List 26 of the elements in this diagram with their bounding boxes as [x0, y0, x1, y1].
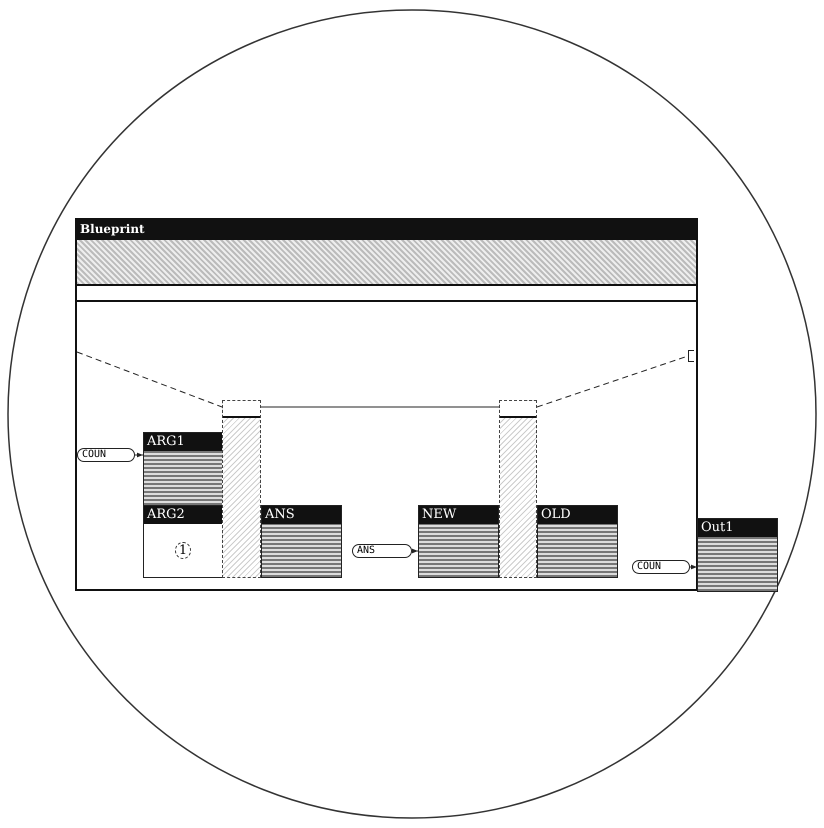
function-block	[697, 518, 778, 592]
block-title: NEW	[422, 508, 456, 522]
block-title: Out1	[701, 521, 734, 535]
block-title: ARG2	[147, 508, 185, 522]
connector-line	[76, 352, 222, 408]
arrow	[134, 452, 144, 458]
operator-column	[222, 400, 261, 578]
function-block	[261, 505, 342, 578]
port-label: COUN	[632, 560, 690, 574]
block-title: ARG1	[147, 435, 185, 449]
arrow	[412, 548, 418, 554]
connector-line	[260, 406, 500, 408]
function-block	[143, 432, 223, 506]
port-bracket	[688, 350, 694, 362]
value-text: 1	[174, 542, 192, 559]
function-block	[143, 505, 223, 578]
port-label: COUN	[77, 448, 135, 462]
block-title: ANS	[265, 508, 295, 522]
operator-column	[499, 400, 537, 578]
block-title: OLD	[541, 508, 571, 522]
function-block	[418, 505, 499, 578]
window-title: Blueprint	[80, 222, 145, 236]
application-window	[75, 218, 698, 591]
port-label: ANS	[352, 544, 412, 558]
arrow	[690, 564, 698, 570]
function-block	[537, 505, 618, 578]
